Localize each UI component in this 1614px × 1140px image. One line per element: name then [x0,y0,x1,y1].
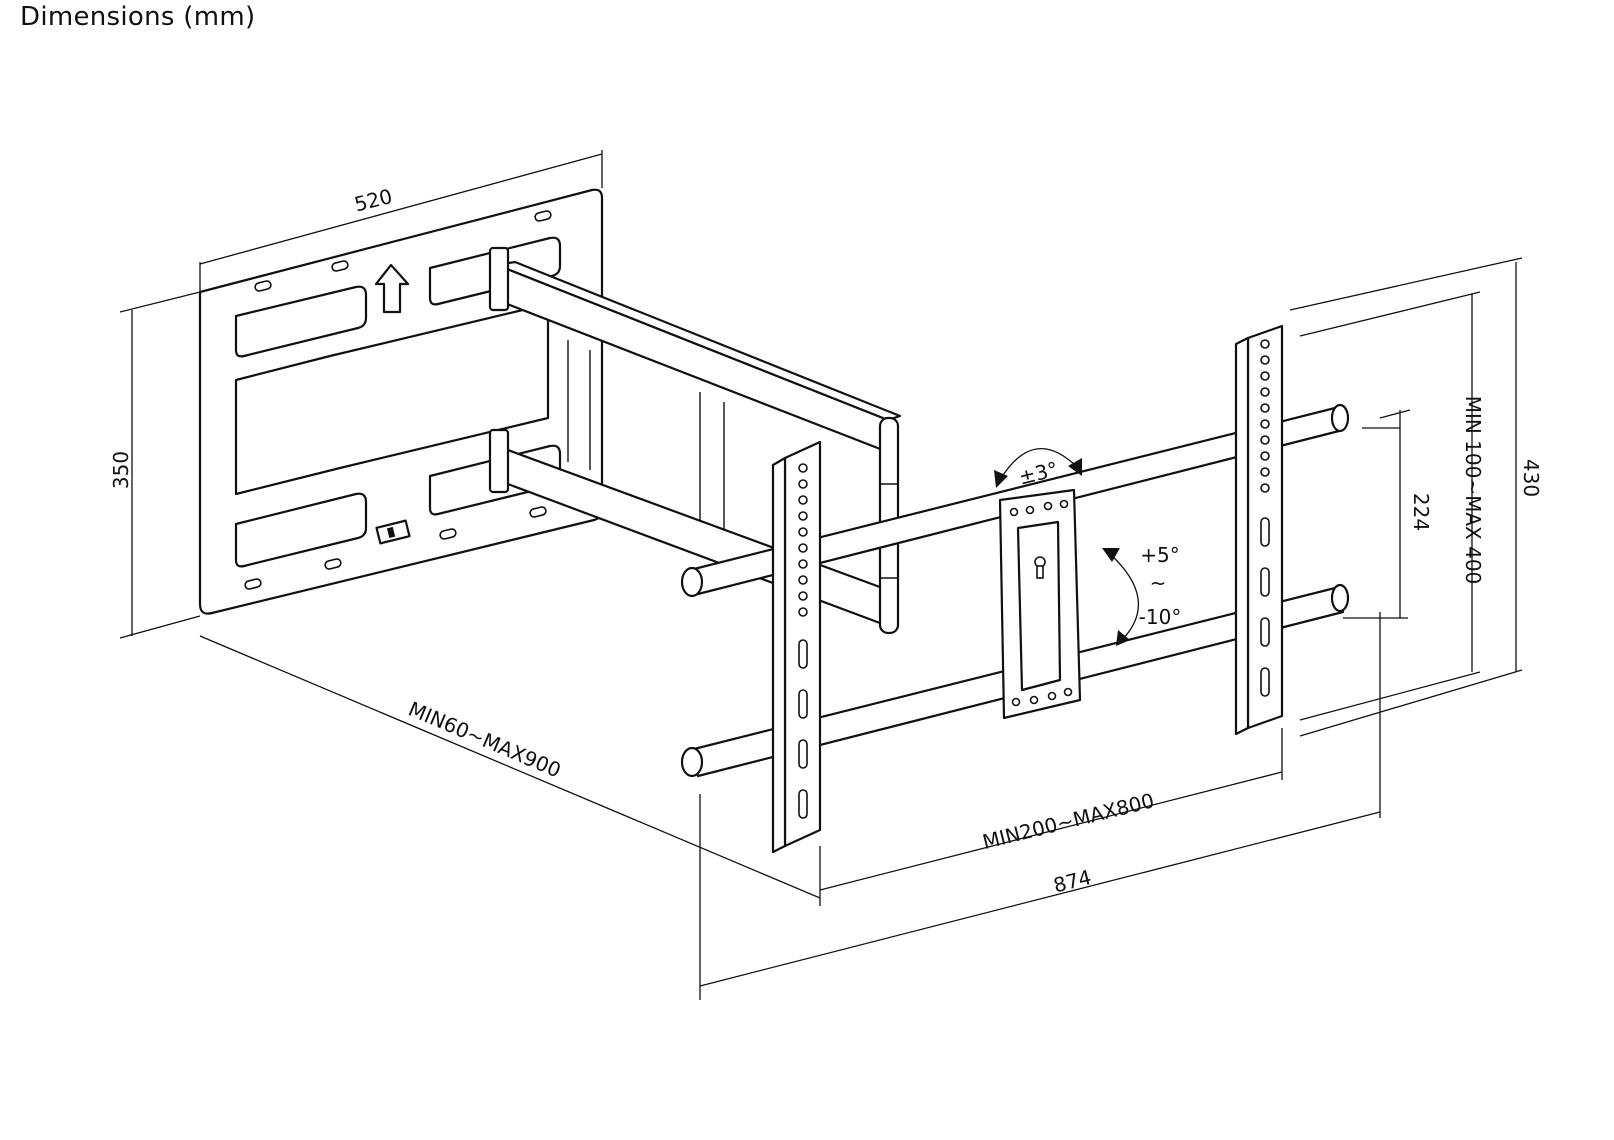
tilt-arrow [1102,548,1140,646]
swivel-arrow [994,448,1082,488]
page-title: Dimensions (mm) [20,2,256,32]
dimension-lines [119,150,1523,1000]
dim-overall-height: 430 [1519,459,1543,497]
dim-extension: MIN60~MAX900 [405,697,565,783]
dim-wall-plate-width: 520 [352,184,395,217]
angle-tilt-up: +5° [1140,543,1179,567]
right-vertical-bracket [1234,324,1284,736]
left-vertical-bracket [771,440,822,854]
tilt-head-plate [998,488,1082,720]
dim-vertical-vesa: MIN 100~MAX 400 [1461,396,1485,585]
angle-tilt-down: -10° [1139,605,1182,629]
dim-horizontal-vesa: MIN200~MAX800 [980,788,1156,854]
dim-overall-width: 874 [1051,865,1094,898]
wall-plate [198,188,604,615]
dim-rail-spacing: 224 [1409,493,1433,531]
angle-tilt-separator: ~ [1150,571,1167,595]
dim-wall-plate-height: 350 [109,451,133,489]
